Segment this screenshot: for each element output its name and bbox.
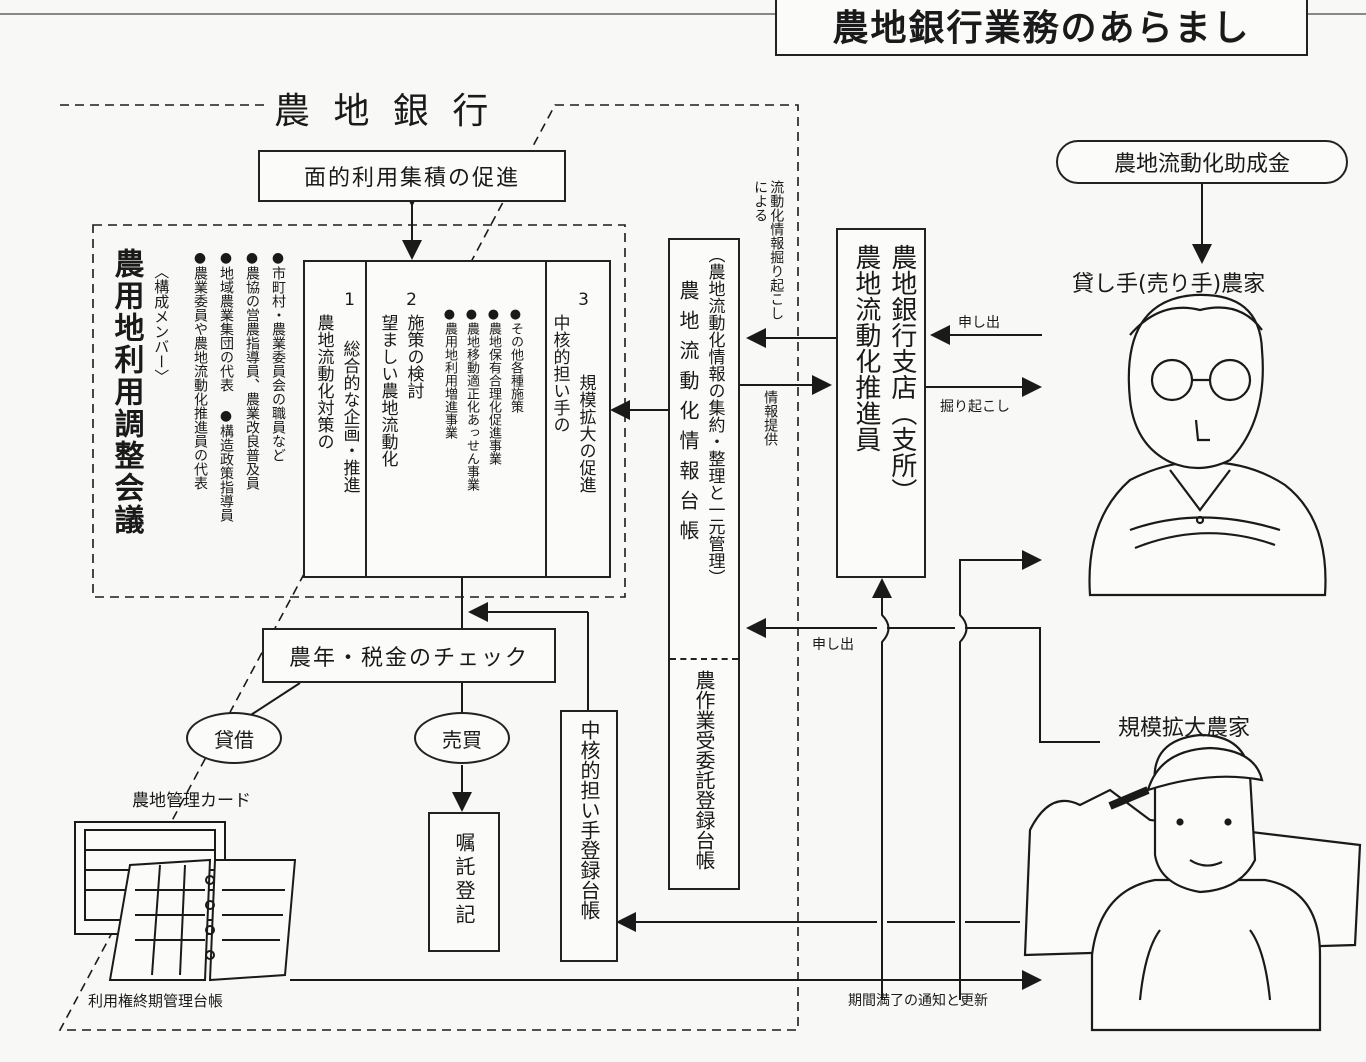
info-ledger-note: （農地流動化情報の集約・整理と一元管理） — [704, 246, 725, 586]
info-provide-label: 情報提供 — [762, 390, 779, 446]
council-item-2-num: 2 — [401, 290, 422, 310]
branch-box: 農地銀行支店（支所） 農地流動化推進員 — [836, 228, 926, 578]
council-measure-2: ●農地移動適正化あっせん事業 — [463, 307, 479, 491]
term-ledger-label: 利用権終期管理台帳 — [88, 992, 224, 1010]
expander-farmer-illustration — [1023, 733, 1362, 1032]
council-measure-1: ●農用地利用増進事業 — [441, 307, 457, 439]
council-member-2: ●農協の営農指導員、農業改良普及員 — [244, 250, 260, 490]
lease-oval: 貸借 — [186, 712, 282, 764]
council-name: 農用地利用調整会議 — [108, 248, 144, 536]
lender-label: 貸し手(売り手)農家 — [1072, 272, 1266, 297]
branch-label: 農地銀行支店（支所） — [886, 244, 917, 504]
council-item-1-num: 1 — [339, 290, 360, 310]
sale-oval: 売買 — [414, 712, 510, 764]
dig-info-label: 流動化情報掘り起こしによる — [752, 180, 785, 320]
core-registry-box: 中核的担い手登録台帳 — [560, 710, 618, 962]
core-registry-text: 中核的担い手登録台帳 — [577, 720, 601, 920]
page-title: 農地銀行業務のあらまし — [832, 8, 1251, 49]
registration-box: 嘱託登記 — [428, 812, 500, 952]
check-text: 農年・税金のチェック — [288, 645, 529, 671]
council-item-1-line2: 総合的な企画・推進 — [339, 340, 360, 493]
subsidy-text: 農地流動化助成金 — [1113, 152, 1290, 177]
council-item-1-line1: 農地流動化対策の — [313, 314, 334, 450]
info-ledger-sub: 農作業受委託登録台帳 — [692, 670, 716, 870]
council-item-2-line2: 施策の検討 — [403, 314, 424, 399]
lender-farmer-illustration — [1088, 293, 1327, 597]
council-measure-3: ●農地保有合理化促進事業 — [485, 307, 501, 465]
request-mid-label: 申し出 — [812, 637, 854, 653]
council-member-1: ●市町村・農業委員会の職員など — [270, 250, 286, 462]
council-members-box: ●市町村・農業委員会の職員など ●農協の営農指導員、農業改良普及員 ●地域農業集… — [170, 240, 290, 578]
bank-label: 農 地 銀 行 — [268, 82, 501, 134]
expander-label: 規模拡大農家 — [1118, 716, 1251, 741]
expiry-label: 期間満了の通知と更新 — [848, 993, 988, 1009]
council-member-3: ●地域農業集団の代表 ●構造政策指導員 — [218, 250, 234, 522]
lease-text: 貸借 — [214, 727, 254, 752]
promotion-box: 面的利用集積の促進 — [258, 150, 566, 202]
council-items-box: 1 農地流動化対策の 総合的な企画・推進 2 望ましい農地流動化 施策の検討 ●… — [303, 260, 611, 578]
registration-text: 嘱託登記 — [452, 832, 476, 928]
management-card-label: 農地管理カード — [132, 791, 251, 811]
dig-up-label: 掘り起こし — [940, 399, 1010, 415]
council-item-3-line2: 規模拡大の促進 — [575, 374, 596, 493]
council-item-3-num: 3 — [573, 290, 594, 310]
subsidy-pill: 農地流動化助成金 — [1056, 140, 1348, 184]
council-member-4: ●農業委員や農地流動化推進員の代表 — [192, 250, 208, 490]
info-ledger-main: 農地流動化情報台帳 — [676, 280, 700, 550]
page-title-box: 農地銀行業務のあらまし — [775, 0, 1308, 56]
info-ledger-box: 農地流動化情報台帳 （農地流動化情報の集約・整理と一元管理） 農作業受委託登録台… — [668, 238, 740, 890]
promotion-text: 面的利用集積の促進 — [303, 166, 520, 191]
branch-staff: 農地流動化推進員 — [850, 244, 881, 452]
council-measure-4: ●その他各種施策 — [507, 307, 523, 413]
council-item-2-line1: 望ましい農地流動化 — [377, 314, 398, 467]
council-item-3-line1: 中核的担い手の — [549, 314, 570, 433]
sale-text: 売買 — [442, 727, 482, 752]
request-top-label: 申し出 — [958, 315, 1000, 331]
council-members-heading: 〈構成メンバー〉 — [152, 264, 171, 384]
management-card-illustration — [74, 821, 297, 982]
check-box: 農年・税金のチェック — [262, 628, 556, 683]
